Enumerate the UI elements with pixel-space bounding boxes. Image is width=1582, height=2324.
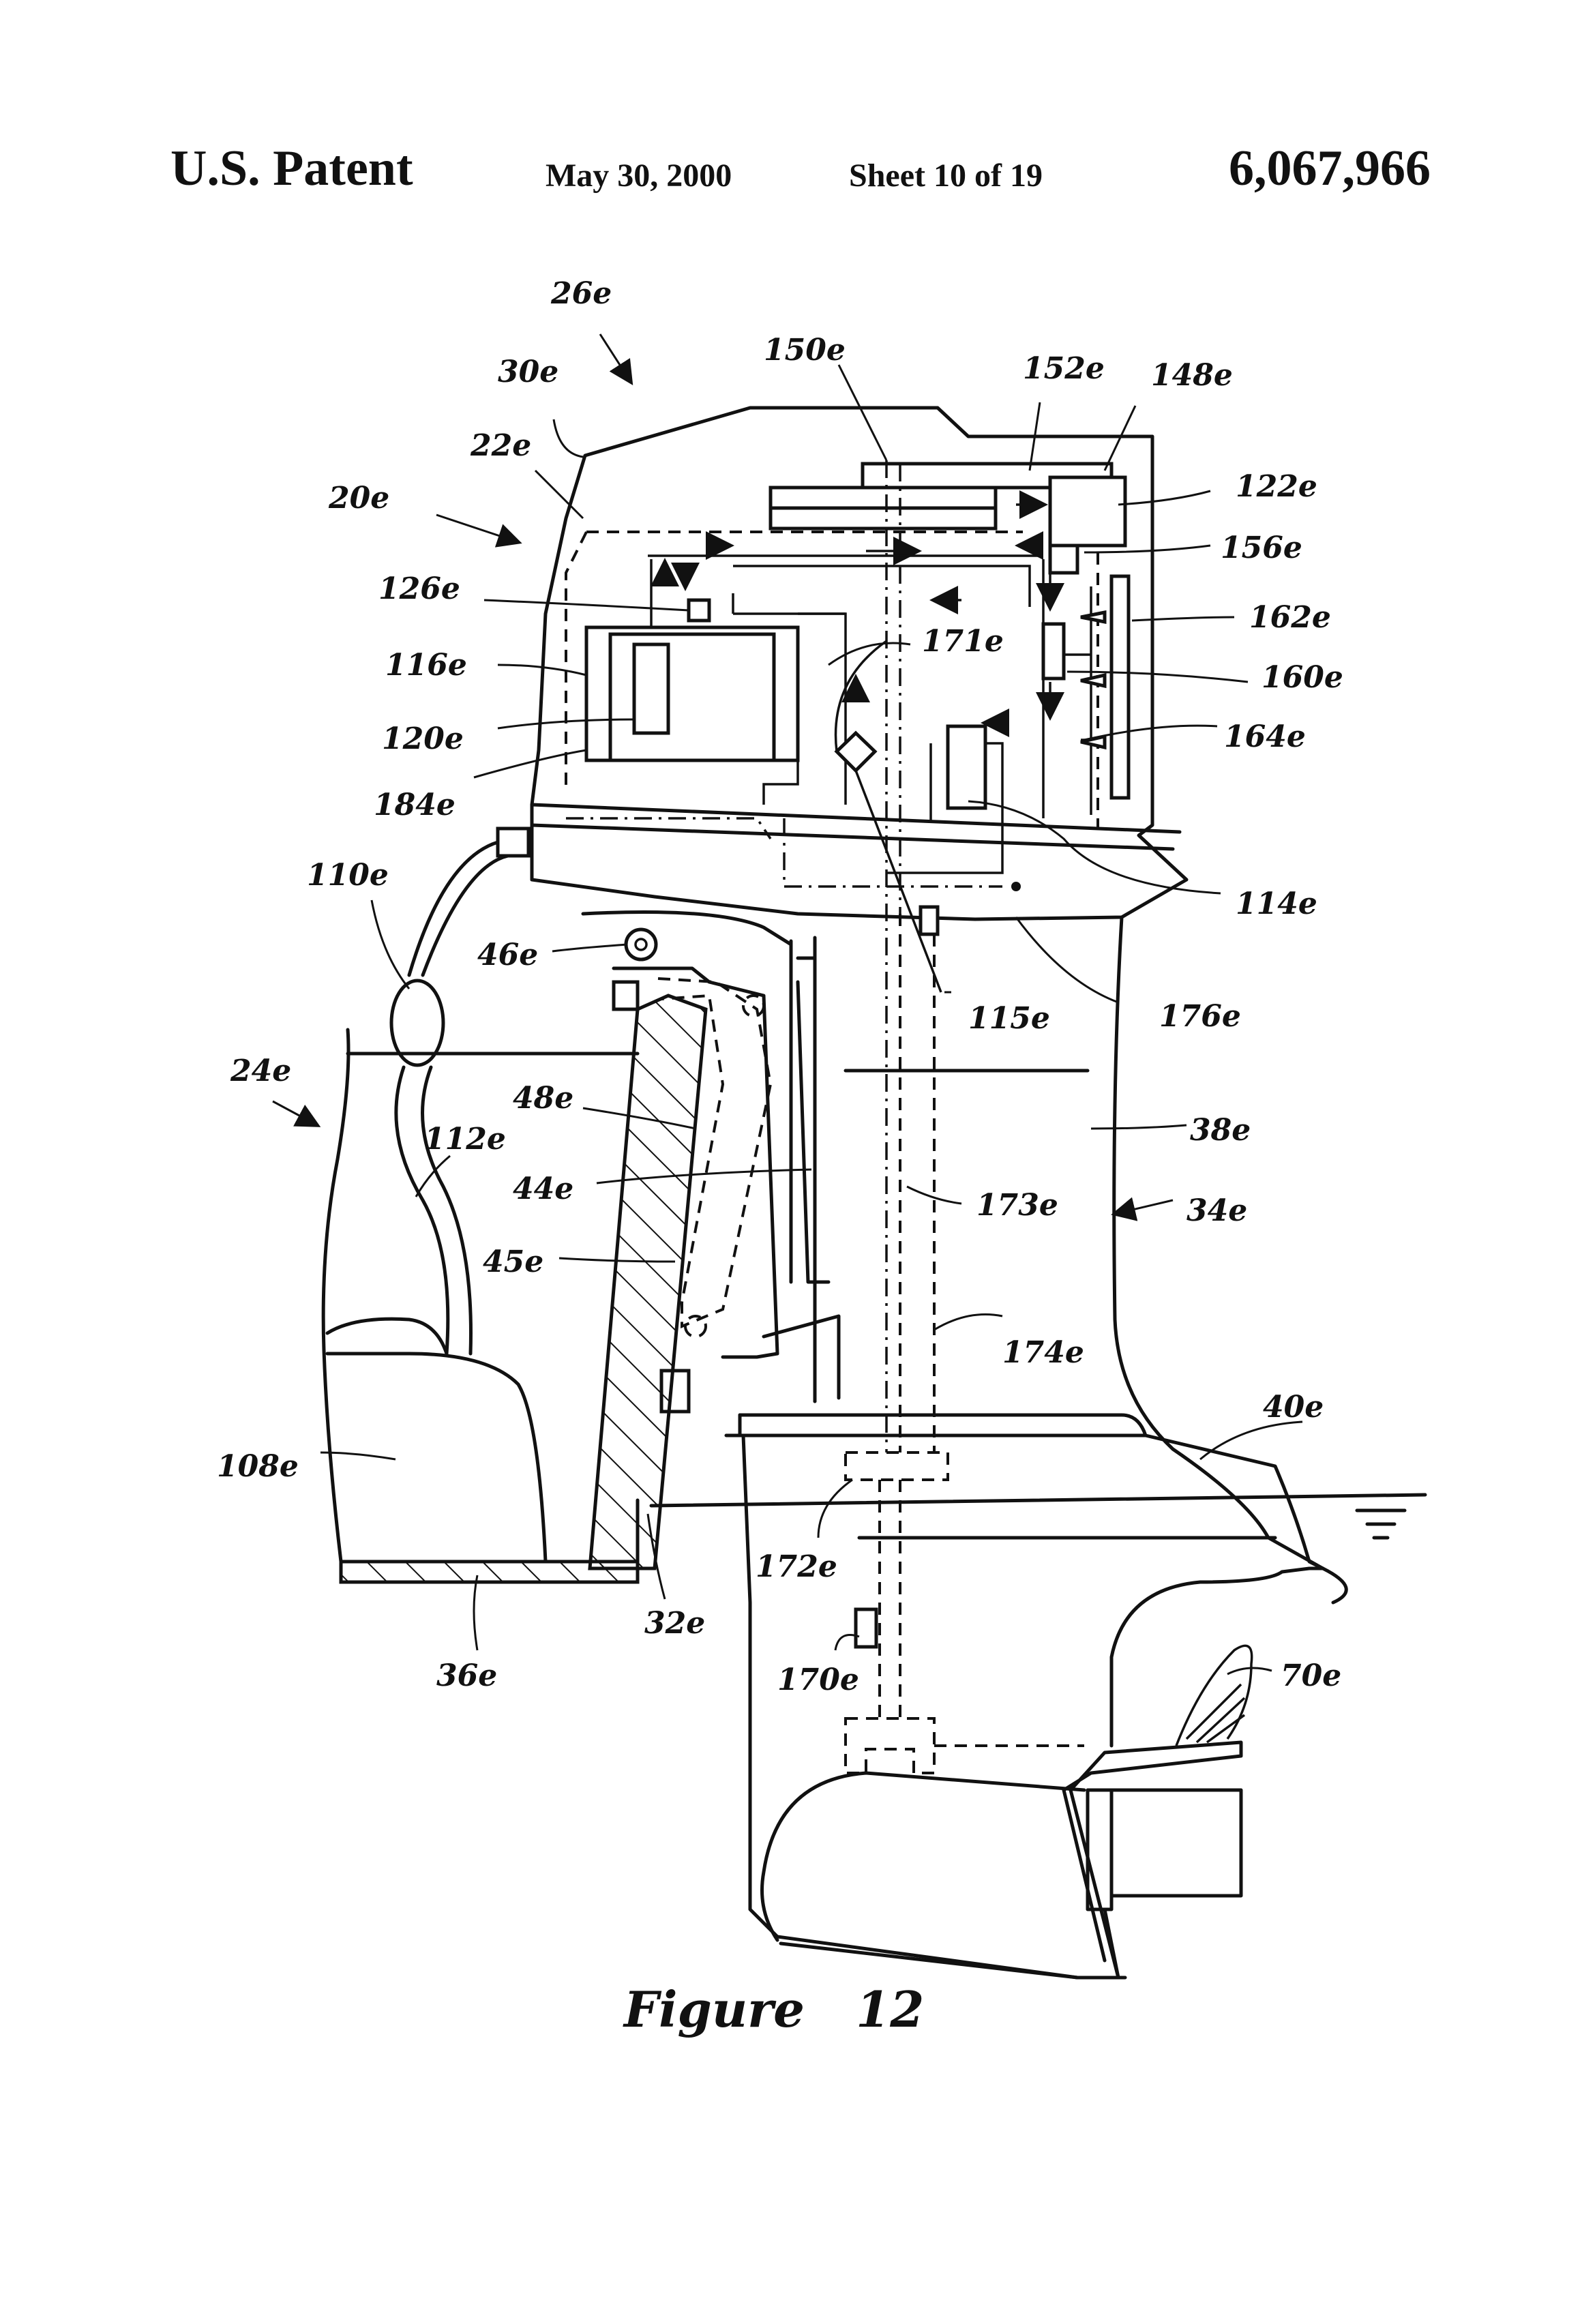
label-148e: 148e bbox=[1151, 358, 1233, 393]
label-48e: 48e bbox=[513, 1081, 573, 1116]
label-122e: 122e bbox=[1236, 469, 1317, 504]
label-162e: 162e bbox=[1249, 600, 1331, 635]
label-150e: 150e bbox=[764, 333, 846, 368]
label-184e: 184e bbox=[374, 788, 456, 822]
label-44e: 44e bbox=[513, 1172, 573, 1206]
label-170e: 170e bbox=[777, 1663, 859, 1697]
label-114e: 114e bbox=[1236, 887, 1317, 921]
label-126e: 126e bbox=[378, 571, 460, 606]
label-46e: 46e bbox=[477, 938, 538, 972]
figure-caption: Figure 12 bbox=[623, 1980, 924, 2038]
label-45e: 45e bbox=[483, 1245, 543, 1279]
label-36e: 36e bbox=[436, 1658, 497, 1693]
fuel-pump-114e bbox=[886, 726, 1002, 873]
sensor-column bbox=[1043, 576, 1129, 798]
vapor-separator-tank bbox=[586, 600, 846, 805]
label-176e: 176e bbox=[1159, 999, 1241, 1034]
transom bbox=[590, 982, 706, 1568]
label-112e: 112e bbox=[424, 1122, 506, 1157]
label-156e: 156e bbox=[1221, 531, 1302, 565]
boat-hull bbox=[323, 1030, 638, 1582]
label-160e: 160e bbox=[1262, 660, 1343, 695]
label-115e: 115e bbox=[968, 1001, 1050, 1036]
label-171e: 171e bbox=[922, 624, 1004, 659]
label-120e: 120e bbox=[382, 721, 464, 756]
label-32e: 32e bbox=[644, 1606, 705, 1641]
label-116e: 116e bbox=[385, 648, 467, 683]
label-38e: 38e bbox=[1190, 1113, 1251, 1148]
label-34e: 34e bbox=[1186, 1193, 1247, 1228]
label-110e: 110e bbox=[307, 858, 389, 893]
label-20e: 20e bbox=[328, 481, 389, 516]
label-70e: 70e bbox=[1281, 1658, 1341, 1693]
label-164e: 164e bbox=[1224, 719, 1306, 754]
label-30e: 30e bbox=[498, 355, 558, 389]
waterline bbox=[651, 1495, 1425, 1538]
label-40e: 40e bbox=[1263, 1390, 1324, 1425]
label-22e: 22e bbox=[470, 428, 531, 463]
top-components bbox=[771, 460, 1125, 1452]
label-24e: 24e bbox=[230, 1054, 291, 1088]
label-26e: 26e bbox=[550, 276, 612, 311]
label-173e: 173e bbox=[976, 1188, 1058, 1223]
label-172e: 172e bbox=[756, 1549, 837, 1584]
label-174e: 174e bbox=[1002, 1335, 1084, 1370]
drive-shaft-housing bbox=[791, 917, 1323, 1568]
label-108e: 108e bbox=[217, 1449, 299, 1484]
label-152e: 152e bbox=[1023, 351, 1105, 386]
